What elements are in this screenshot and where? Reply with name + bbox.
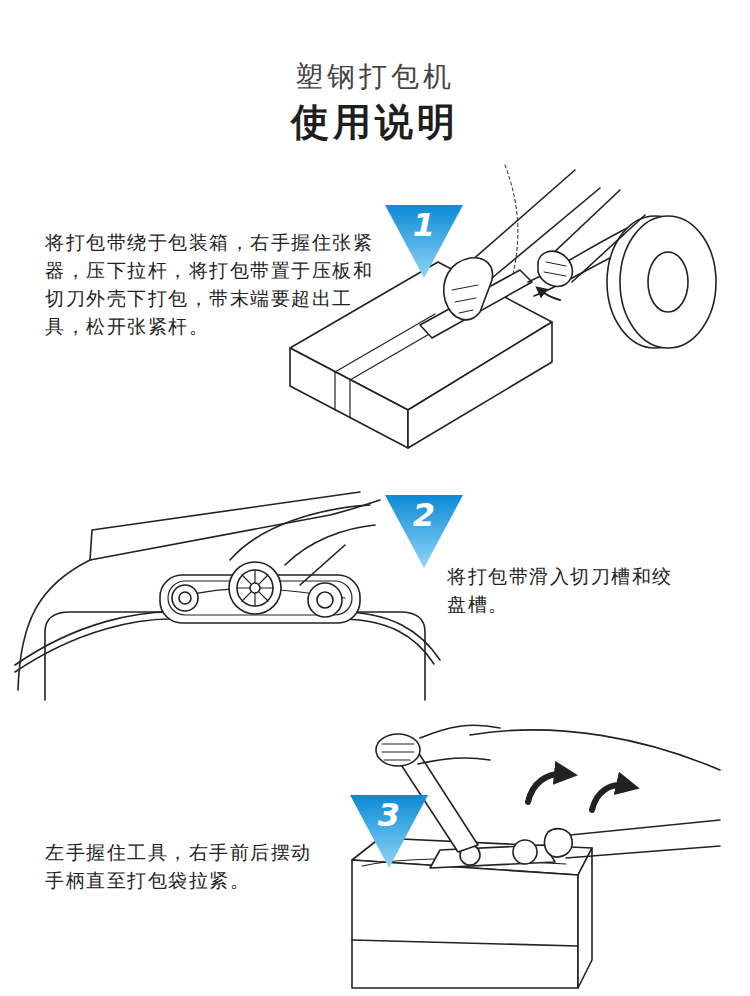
line-art — [18, 500, 380, 690]
line-art — [452, 285, 478, 313]
line-art — [250, 583, 260, 593]
line-art — [317, 592, 333, 608]
line-art — [444, 258, 493, 320]
line-art — [513, 840, 537, 864]
step2-illustration — [15, 492, 440, 700]
line-art — [376, 734, 420, 766]
line-art — [335, 372, 350, 418]
step-number: 2 — [385, 495, 463, 533]
line-art — [528, 774, 566, 802]
line-art — [179, 592, 191, 604]
step-number: 1 — [385, 205, 463, 243]
line-art — [578, 848, 592, 988]
step-number: 3 — [350, 795, 428, 833]
title-block: 使用说明 — [0, 98, 750, 146]
line-art — [592, 785, 628, 810]
line-art — [408, 322, 552, 448]
step-instruction-block: 将打包带滑入切刀槽和绞盘槽。 — [447, 562, 679, 618]
line-art — [544, 262, 566, 276]
line-art — [15, 619, 434, 672]
step-instruction-block: 左手握住工具，右手前后摆动手柄直至打包袋拉紧。 — [45, 838, 317, 894]
triangle-fill — [385, 205, 463, 278]
line-art — [308, 583, 342, 617]
line-art — [90, 492, 360, 560]
step-instruction-block: 将打包带绕于包装箱，右手握住张紧器，压下拉杆，将打包带置于压板和切刀外壳下打包，… — [45, 228, 385, 340]
line-art — [300, 545, 345, 585]
triangle-fill — [350, 795, 428, 868]
line-art — [545, 829, 573, 857]
step-badge: 1 — [385, 205, 463, 278]
page-subtitle-block: 塑钢打包机 — [0, 58, 750, 96]
step-badge: 2 — [385, 495, 463, 568]
line-art — [352, 860, 578, 988]
line-art — [45, 612, 425, 700]
line-art — [540, 290, 560, 300]
step-instruction: 左手握住工具，右手前后摆动手柄直至打包袋拉紧。 — [45, 838, 317, 894]
line-art — [560, 820, 720, 858]
line-art — [172, 585, 198, 611]
line-art — [229, 562, 281, 614]
step-instruction: 将打包带滑入切刀槽和绞盘槽。 — [447, 562, 679, 618]
step-instruction: 将打包带绕于包装箱，右手握住张紧器，压下拉杆，将打包带置于压板和切刀外壳下打包，… — [45, 228, 385, 340]
line-art — [237, 570, 273, 606]
line-art — [648, 252, 688, 312]
triangle-fill — [385, 495, 463, 568]
step1-illustration — [290, 165, 716, 448]
line-art — [237, 570, 273, 606]
line-art — [230, 505, 375, 565]
page-subtitle: 塑钢打包机 — [0, 58, 750, 96]
line-art — [352, 940, 578, 946]
line-art — [470, 730, 720, 770]
line-art — [620, 216, 716, 348]
line-art — [418, 725, 500, 764]
line-art — [382, 744, 414, 760]
line-art — [538, 251, 572, 286]
line-art — [290, 348, 408, 448]
page-title: 使用说明 — [0, 98, 750, 146]
step-badge: 3 — [350, 795, 428, 868]
step3-illustration — [352, 725, 720, 988]
line-art — [470, 170, 600, 278]
